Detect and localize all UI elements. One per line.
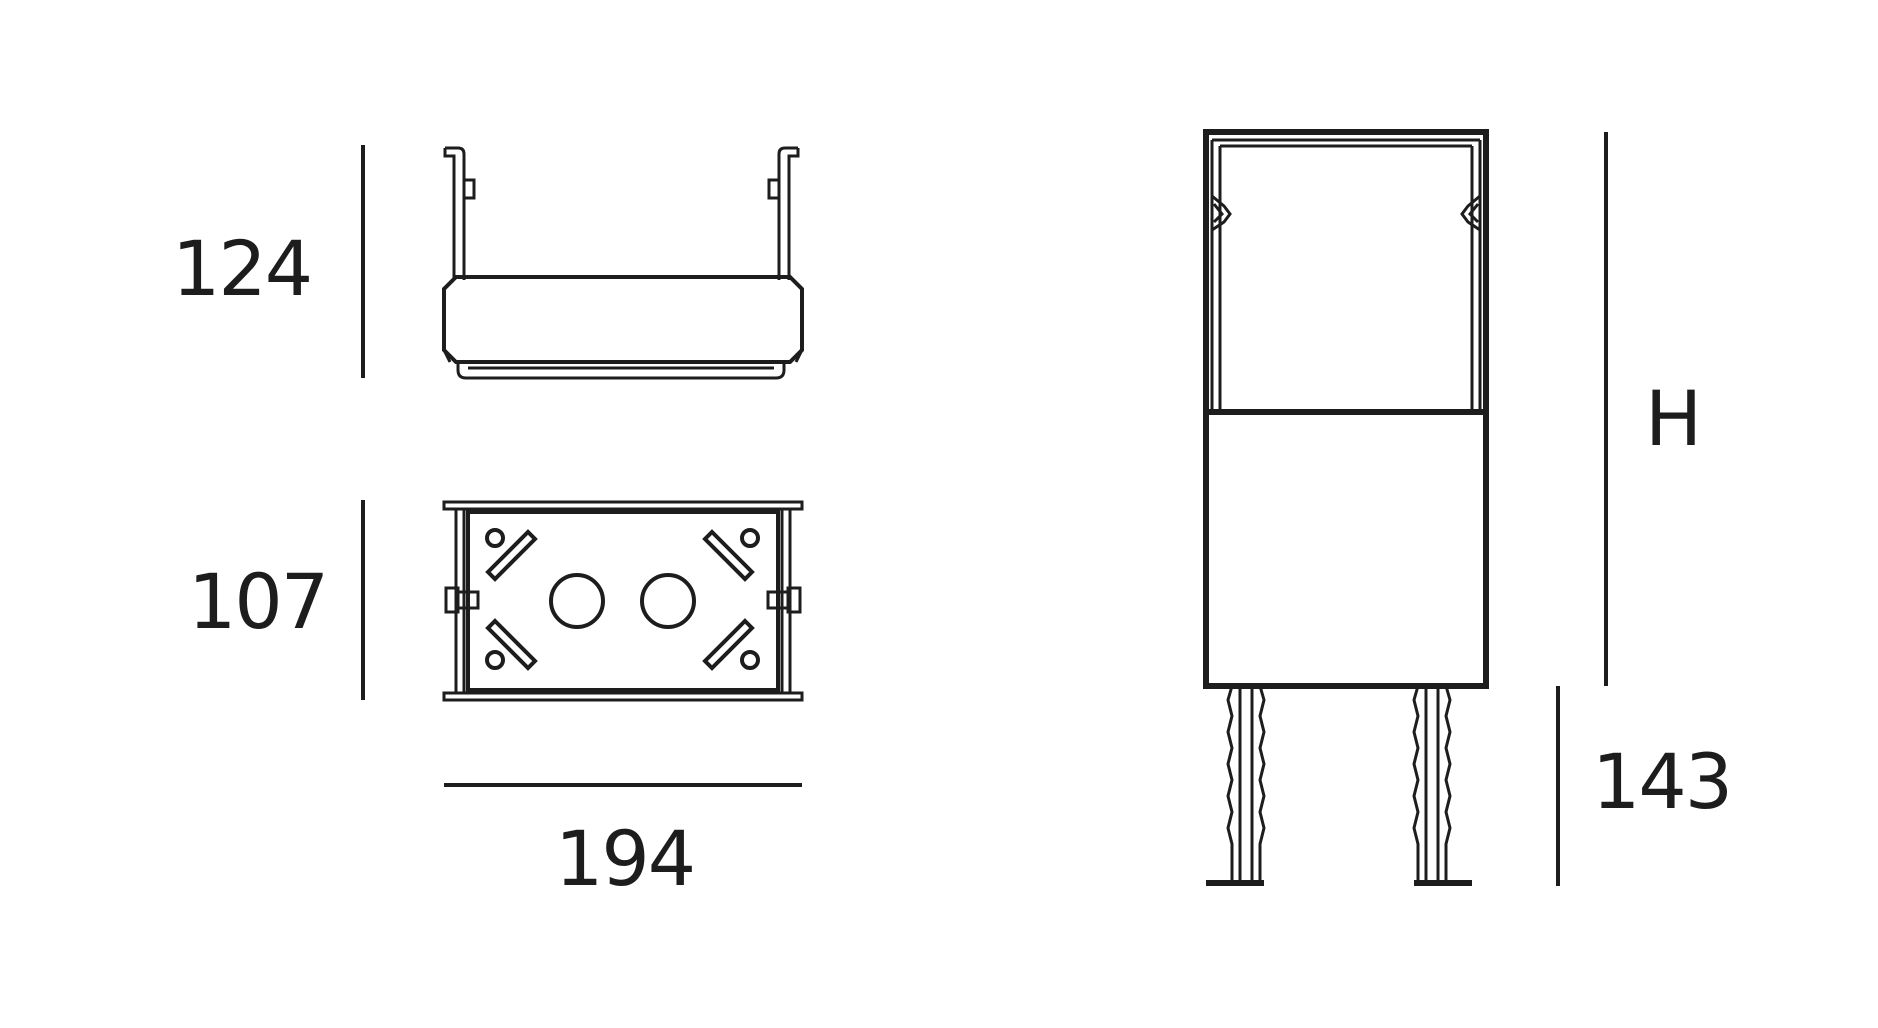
post-top-cap xyxy=(1203,129,1489,415)
front-view: H 143 xyxy=(1203,129,1733,886)
post-body xyxy=(1203,409,1489,689)
right-spike xyxy=(1412,685,1452,880)
top-view: 107 194 xyxy=(188,500,804,903)
slot-bl xyxy=(485,618,538,671)
corner-hole-br xyxy=(740,650,760,670)
corner-hole-bl xyxy=(485,650,505,670)
dim-label-107: 107 xyxy=(188,557,327,646)
dim-label-194: 194 xyxy=(555,814,694,903)
dim-label-143: 143 xyxy=(1592,737,1731,826)
post-inner-frame xyxy=(1210,138,1482,412)
left-latch xyxy=(1211,194,1232,232)
slot-tl xyxy=(485,529,538,582)
right-rail xyxy=(780,509,792,693)
dim-label-124: 124 xyxy=(172,224,311,313)
top-flange xyxy=(442,500,804,511)
dim-label-H: H xyxy=(1645,374,1700,463)
bottom-flange xyxy=(442,691,804,702)
left-spike xyxy=(1226,685,1266,880)
left-side-clip xyxy=(444,586,480,614)
right-latch xyxy=(1460,194,1481,232)
left-clip xyxy=(443,146,476,280)
box-bottom-lugs xyxy=(442,349,804,363)
side-view: 124 xyxy=(172,145,804,380)
cable-hole-right xyxy=(640,573,696,629)
corner-hole-tl xyxy=(485,528,505,548)
left-rail xyxy=(454,509,466,693)
corner-hole-tr xyxy=(740,528,760,548)
right-side-clip xyxy=(766,586,802,614)
slot-br xyxy=(702,618,755,671)
cable-hole-left xyxy=(549,573,605,629)
slot-tr xyxy=(702,529,755,582)
inner-box xyxy=(466,510,780,692)
box-bottom-plate xyxy=(456,362,786,380)
box-body xyxy=(442,275,804,364)
right-clip xyxy=(767,146,800,280)
